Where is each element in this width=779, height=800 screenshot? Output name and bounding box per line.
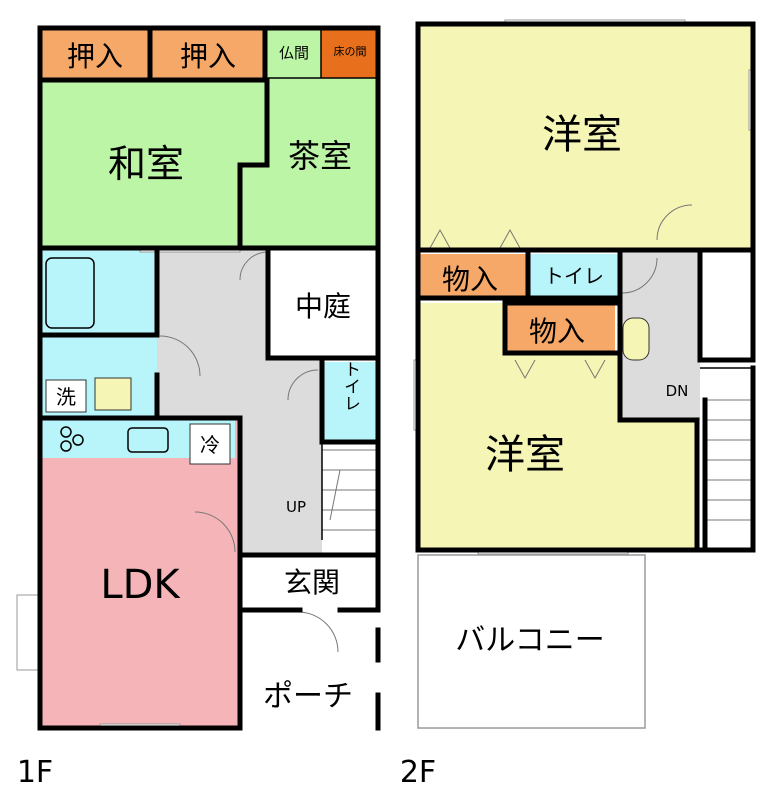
door-swing [429,228,451,249]
door-swing [159,335,201,377]
bath-fill [40,250,157,335]
stairs-up-label: UP [286,498,306,516]
genkan-label: 玄関 [284,566,340,599]
door-swing [621,257,658,294]
stairs-1f [322,449,377,531]
floor-2-label: 2F [400,755,436,790]
wall [319,359,381,445]
bay-window [16,594,41,671]
door-swing [514,359,536,380]
yoshitsu-2-label: 洋室 [485,432,565,478]
wall [502,300,623,356]
stove-burner [72,434,84,446]
oshiire-2-fill [150,28,265,80]
wall [37,25,381,251]
door-swing [194,511,236,553]
monoire-2-fill [505,303,615,353]
yoshitsu-2-fill [418,303,697,550]
washbasin [94,377,132,411]
wall [265,245,381,361]
ldk-fill [40,420,240,728]
monoire-1-fill [418,254,528,296]
stairs-down-label: DN [666,382,689,400]
balcony-label: バルコニー [455,623,604,658]
stove-burner [60,440,72,452]
wall [415,350,700,553]
floor-1-label: 1F [17,755,53,790]
monoire-2-label: 物入 [529,315,585,348]
door-swing [297,611,339,653]
toilet-1f-fill [322,362,377,442]
balcony-fill [417,554,646,729]
yoshitsu-1-fill [418,24,751,248]
monoire-1-label: 物入 [442,263,498,296]
sentaku-label: 洗 [56,385,76,409]
door-swing [656,204,693,241]
door-swing [287,369,319,401]
fridge [189,423,231,465]
porch-label: ポーチ [263,679,353,714]
door-swing [584,359,606,380]
chashitsu-label: 茶室 [288,137,352,175]
butsuma-fill [267,28,321,78]
yoshitsu-1-label: 洋室 [542,112,622,158]
genkan-fill [240,555,378,610]
tokonoma-label: 床の間 [334,44,367,58]
stairs-2f [705,399,752,521]
bathtub [45,257,95,329]
hall-fill [157,250,322,555]
floor-2: 洋室 物入 トイレ 物入 洋室 DN バルコニー 2F [400,19,756,790]
door-swing [239,251,269,281]
floor-1: 押入 押入 仏間 床の間 和室 茶室 中庭 トイレ 洗 冷 UP LDK 玄関 … [16,25,381,790]
oshiire-label: 押入 [180,40,236,73]
washitsu-fill [40,80,267,248]
washing-machine [45,379,87,413]
nakaniwa-label: 中庭 [295,290,351,323]
ldk-label: LDK [100,562,181,608]
washbasin-2f [622,317,650,361]
wall [415,21,756,251]
door-swing [499,228,521,249]
oshiire-1-fill [40,28,150,80]
stove-burner [60,426,72,438]
toilet-2f-label: トイレ [544,264,604,288]
wall [37,25,243,731]
oshiire-label: 押入 [67,40,123,73]
wall [237,77,270,251]
tokonoma-fill [321,28,378,78]
reizoko-label: 冷 [200,433,220,457]
toilet-2f-fill [528,254,620,296]
toilet-1f-label: トイレ [340,361,360,412]
butsuma-label: 仏間 [279,44,309,62]
kitchen-sink [127,427,169,453]
washitsu-label: 和室 [108,142,184,186]
